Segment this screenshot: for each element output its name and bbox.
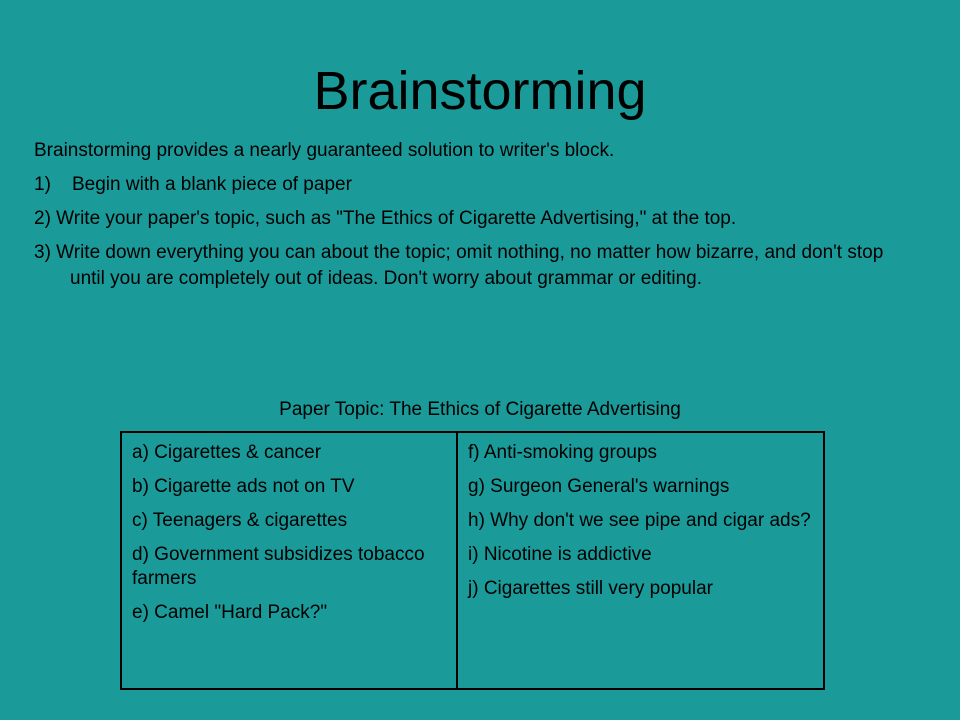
step-1-text: Begin with a blank piece of paper	[72, 174, 352, 195]
brainstorm-item: b) Cigarette ads not on TV	[132, 476, 355, 497]
brainstorm-item: h) Why don't we see pipe and cigar ads?	[468, 510, 811, 531]
brainstorm-item: j) Cigarettes still very popular	[468, 578, 713, 599]
step-1: 1) Begin with a blank piece of paper	[34, 172, 920, 198]
slide-body: Brainstorming provides a nearly guarante…	[34, 138, 920, 300]
brainstorm-column-right: f) Anti-smoking groups g) Surgeon Genera…	[458, 433, 823, 688]
brainstorm-item: i) Nicotine is addictive	[468, 544, 652, 565]
step-2: 2) Write your paper's topic, such as "Th…	[34, 208, 737, 229]
brainstorm-item: g) Surgeon General's warnings	[468, 476, 730, 497]
brainstorm-item: f) Anti-smoking groups	[468, 442, 658, 463]
brainstorm-table: a) Cigarettes & cancer b) Cigarette ads …	[120, 431, 825, 690]
brainstorm-item: e) Camel "Hard Pack?"	[132, 602, 328, 623]
step-3: 3) Write down everything you can about t…	[34, 242, 884, 289]
paper-topic: Paper Topic: The Ethics of Cigarette Adv…	[279, 399, 681, 420]
intro-text: Brainstorming provides a nearly guarante…	[34, 140, 615, 161]
step-1-number: 1)	[34, 174, 51, 195]
brainstorm-item: d) Government subsidizes tobacco farmers	[132, 544, 425, 589]
slide-title: Brainstorming	[313, 61, 647, 121]
brainstorm-item: a) Cigarettes & cancer	[132, 442, 322, 463]
brainstorm-column-left: a) Cigarettes & cancer b) Cigarette ads …	[122, 433, 458, 688]
brainstorm-item: c) Teenagers & cigarettes	[132, 510, 348, 531]
